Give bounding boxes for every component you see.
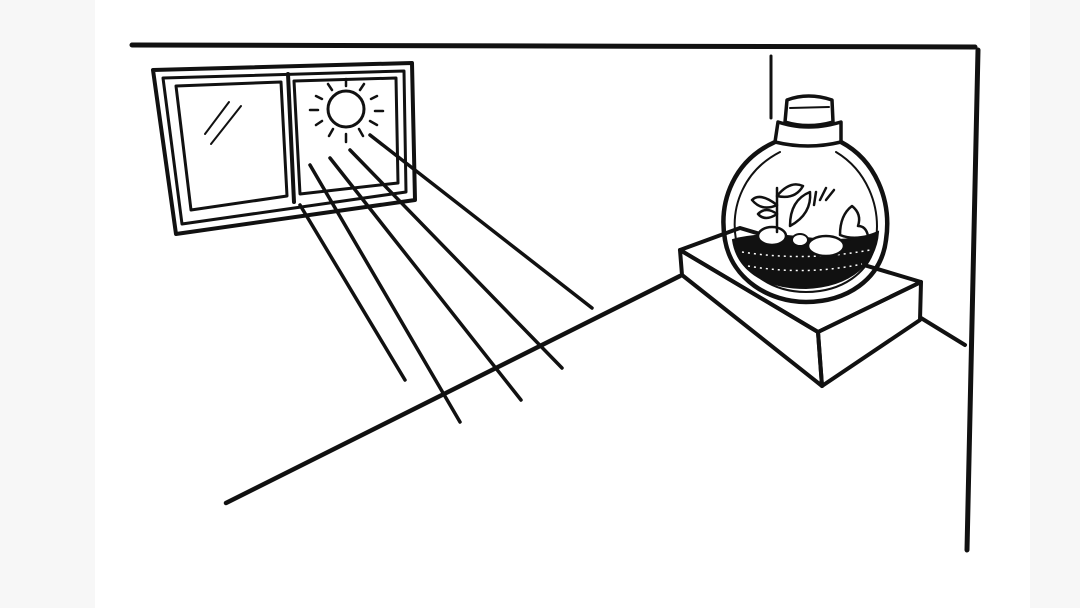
sun-icon — [308, 77, 385, 144]
room-lines — [129, 42, 981, 553]
stone-3 — [791, 233, 809, 247]
ceiling-line — [129, 42, 978, 50]
terrarium-plants — [750, 183, 870, 239]
glass-glare-1 — [204, 101, 230, 135]
wall-corner-line — [964, 47, 981, 553]
stone-2 — [806, 234, 846, 258]
light-ray-1 — [298, 203, 407, 382]
glass-glare-2 — [210, 105, 242, 145]
wall-base-right — [919, 316, 967, 347]
window-outer-frame — [151, 61, 417, 236]
right-margin — [1030, 0, 1080, 608]
jar-inner-outline — [733, 151, 878, 293]
wall-shelf — [678, 226, 923, 388]
light-ray-4 — [348, 148, 564, 370]
floor-line — [223, 273, 683, 506]
jar-soil-speckle — [741, 249, 871, 272]
shelf-side — [816, 280, 923, 388]
light-ray-2 — [308, 163, 462, 424]
canvas — [95, 0, 1030, 608]
window — [151, 61, 417, 236]
window-pane-left — [174, 80, 289, 212]
stone-1 — [756, 225, 788, 247]
jar-body — [721, 139, 890, 305]
window-pane-right — [292, 76, 400, 196]
sun-rays — [308, 77, 385, 144]
left-margin — [0, 0, 95, 608]
window-inner-frame — [161, 69, 408, 226]
sun-disc — [326, 89, 366, 129]
light-ray-5 — [368, 133, 594, 310]
terrarium-jar — [721, 94, 890, 305]
window-mullion — [286, 72, 296, 204]
light-rays — [298, 133, 594, 424]
light-ray-3 — [328, 156, 523, 402]
